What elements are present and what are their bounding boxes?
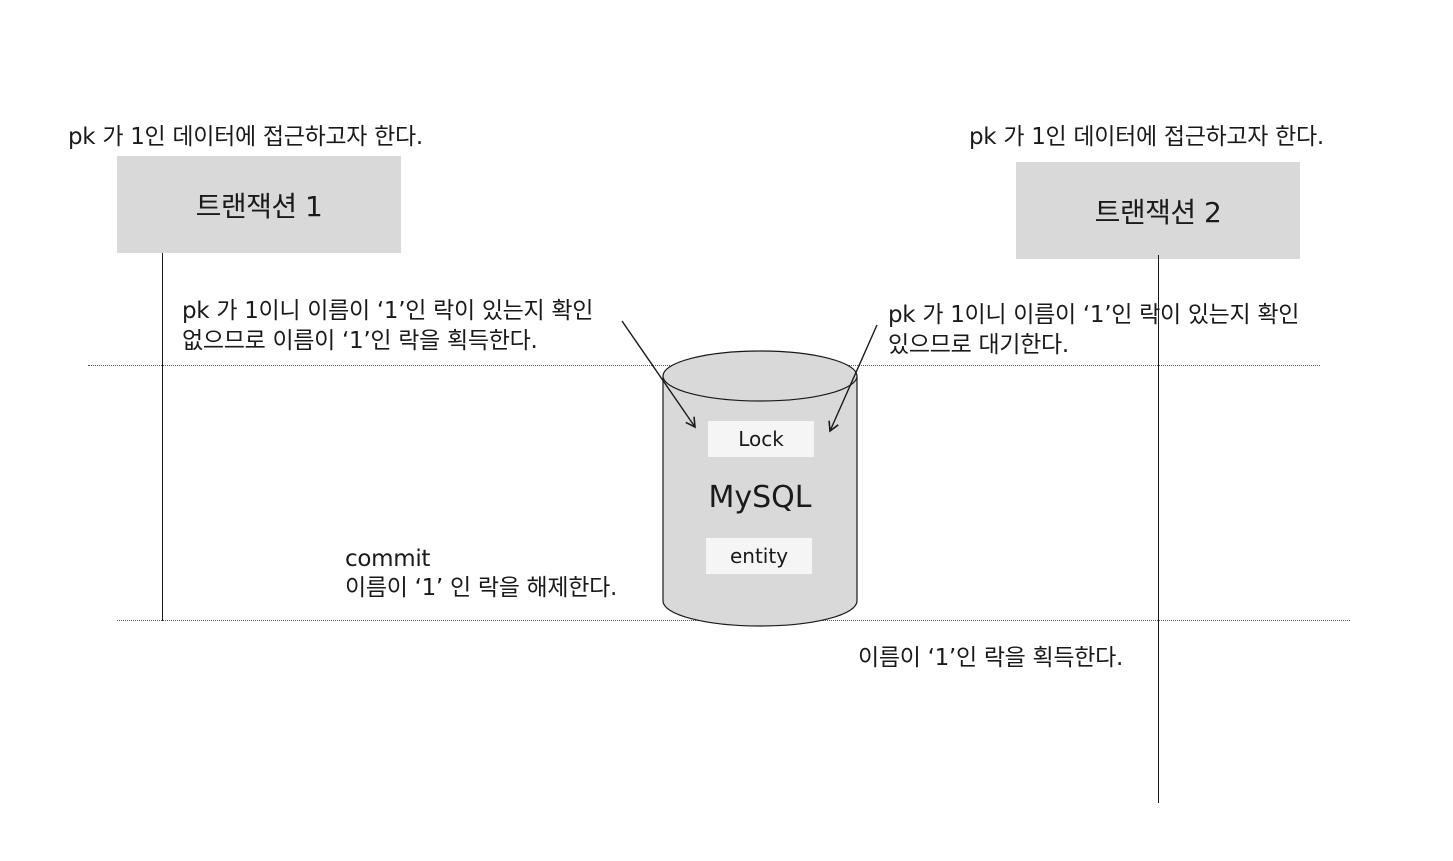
transaction-1-title: 트랜잭션 1: [195, 189, 323, 223]
database-name: MySQL: [708, 480, 812, 515]
tx2-check-line-2: 있으므로 대기한다.: [888, 332, 1069, 358]
tx2-acquire-text: 이름이 ‘1’인 락을 획득한다.: [858, 645, 1123, 671]
tx1-commit-line-2: 이름이 ‘1’ 인 락을 해제한다.: [345, 575, 618, 601]
tx1-check-line-1: pk 가 1이니 이름이 ‘1’인 락이 있는지 확인: [182, 298, 594, 324]
transaction-2-box: 트랜잭션 2: [1016, 162, 1300, 259]
entity-label-box: entity: [706, 538, 812, 574]
tx1-arrow: [621, 320, 696, 429]
transaction-1-lifeline: [162, 253, 163, 621]
tx2-check-line-1: pk 가 1이니 이름이 ‘1’인 락이 있는지 확인: [888, 302, 1300, 328]
tx1-commit-line-1: commit: [345, 546, 431, 572]
tx1-check-line-2: 없으므로 이름이 ‘1’인 락을 획득한다.: [182, 328, 538, 354]
lock-label-box: Lock: [708, 421, 814, 457]
tx2-intent-text: pk 가 1인 데이터에 접근하고자 한다.: [969, 124, 1324, 150]
transaction-1-box: 트랜잭션 1: [117, 156, 401, 253]
tx1-intent-text: pk 가 1인 데이터에 접근하고자 한다.: [68, 124, 423, 150]
entity-label: entity: [729, 544, 789, 568]
tx2-arrow: [828, 324, 878, 433]
lock-label: Lock: [738, 427, 784, 451]
transaction-2-lifeline: [1158, 255, 1159, 803]
transaction-2-title: 트랜잭션 2: [1094, 195, 1222, 229]
